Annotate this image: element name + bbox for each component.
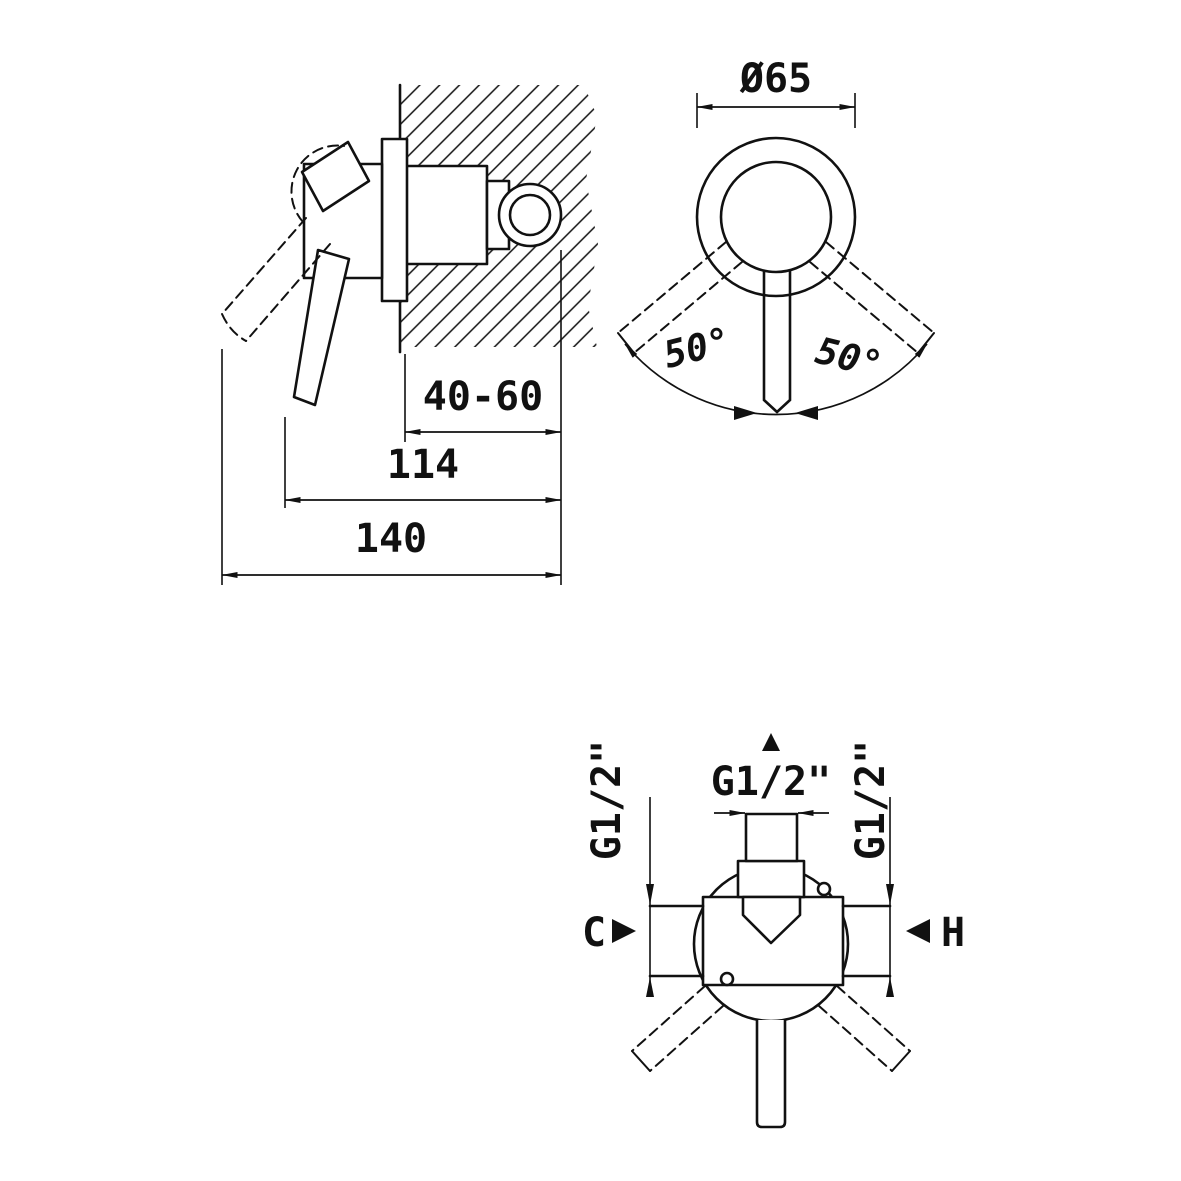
handle-front [762, 269, 792, 414]
angle-left-label: 50° [659, 319, 734, 377]
valve-body [701, 812, 845, 987]
cold-inlet-arrow [612, 919, 636, 943]
thread-top-label: G1/2" [711, 759, 831, 805]
side-dimensions: 40-60 114 140 [221, 250, 562, 585]
dim-140-label: 140 [355, 516, 427, 562]
dim-114-label: 114 [387, 442, 459, 488]
diameter-dimension: Ø65 [696, 56, 856, 128]
screw-bottom-left [719, 971, 735, 987]
handle-positions-dashed [631, 985, 911, 1072]
side-view: 40-60 114 140 [221, 83, 598, 585]
handle-swing-range: 50° 50° [617, 241, 935, 420]
side-pipes [648, 904, 892, 978]
flow-direction-arrow-up [762, 733, 780, 751]
diameter-label: Ø65 [739, 56, 812, 102]
rosette-inner-circle [719, 160, 833, 274]
dim-depth-range-label: 40-60 [423, 374, 543, 420]
escutcheon-plate [380, 137, 409, 303]
in-wall-valve-body [403, 164, 563, 266]
lever-handle-side [292, 248, 351, 407]
thread-left-label: G1/2" [584, 740, 630, 860]
handle-bottom [755, 1020, 787, 1129]
lever-alternate-position-dashed [221, 144, 345, 342]
mixer-body-side [292, 140, 384, 407]
screw-top-right [816, 881, 832, 897]
angle-arc [624, 343, 928, 416]
connection-view: G1/2" G1/2" G1/2" C H [582, 733, 965, 1129]
hot-water-label: H [941, 910, 965, 956]
front-view: Ø65 50° 50° [617, 56, 935, 420]
thread-right-label: G1/2" [848, 740, 894, 860]
cold-water-label: C [582, 910, 606, 956]
thread-dimensions [646, 797, 894, 997]
hot-inlet-arrow [906, 919, 930, 943]
angle-right-label: 50° [811, 329, 886, 387]
rosette-outer-circle [695, 136, 857, 298]
